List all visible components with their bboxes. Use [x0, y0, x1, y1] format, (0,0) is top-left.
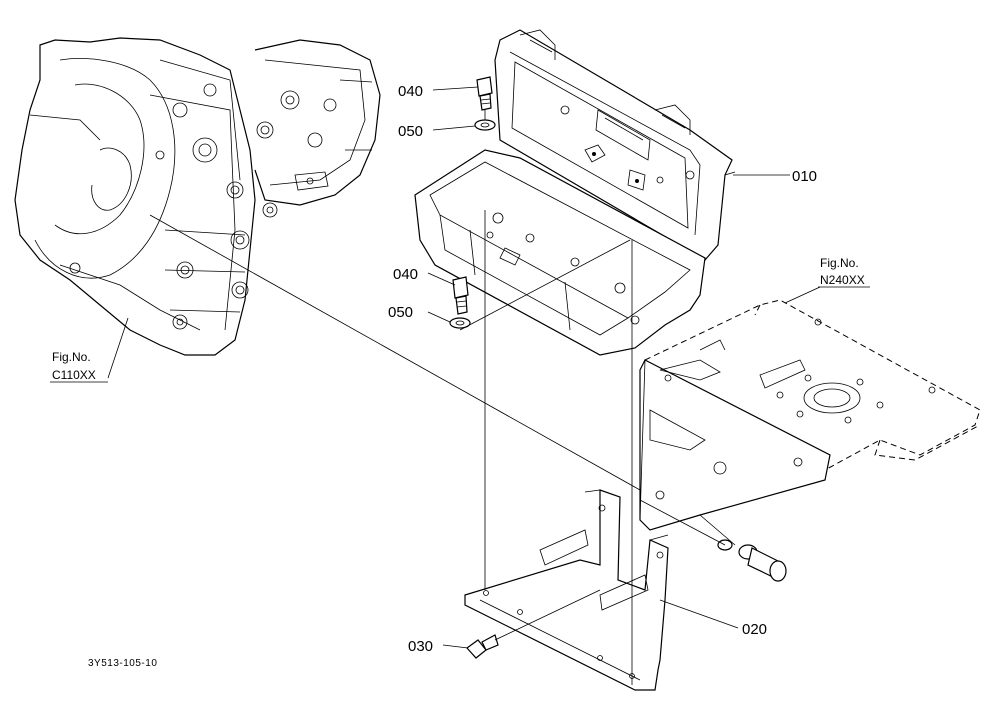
callout-050-top: 050: [398, 123, 423, 140]
engine-housing: [14, 37, 381, 356]
bolt-040-top: [476, 76, 493, 111]
washer-050-top: [474, 119, 496, 131]
fig-ref-bracket-number: N240XX: [820, 273, 865, 287]
side-bolt: [717, 539, 787, 582]
fig-ref-engine-number: C110XX: [52, 368, 96, 382]
fig-ref-engine-label: Fig.No.: [52, 350, 91, 364]
assembly-lines: [149, 110, 736, 685]
bolt-030: [466, 634, 499, 659]
box-stay: [464, 489, 669, 691]
callout-010: 010: [792, 168, 817, 185]
callout-030: 030: [408, 638, 433, 655]
support-bracket: [639, 299, 981, 531]
drawing-code: 3Y513-105-10: [88, 658, 157, 669]
leader-lines: [107, 86, 821, 649]
washer-050-mid: [449, 317, 471, 329]
tool-box: [414, 29, 736, 356]
fig-ref-bracket-label: Fig.No.: [820, 256, 859, 270]
callout-040-top: 040: [398, 83, 423, 100]
callout-020: 020: [742, 621, 767, 638]
callout-040-mid: 040: [393, 266, 418, 283]
bolt-040-mid: [452, 276, 469, 315]
callout-050-mid: 050: [388, 304, 413, 321]
